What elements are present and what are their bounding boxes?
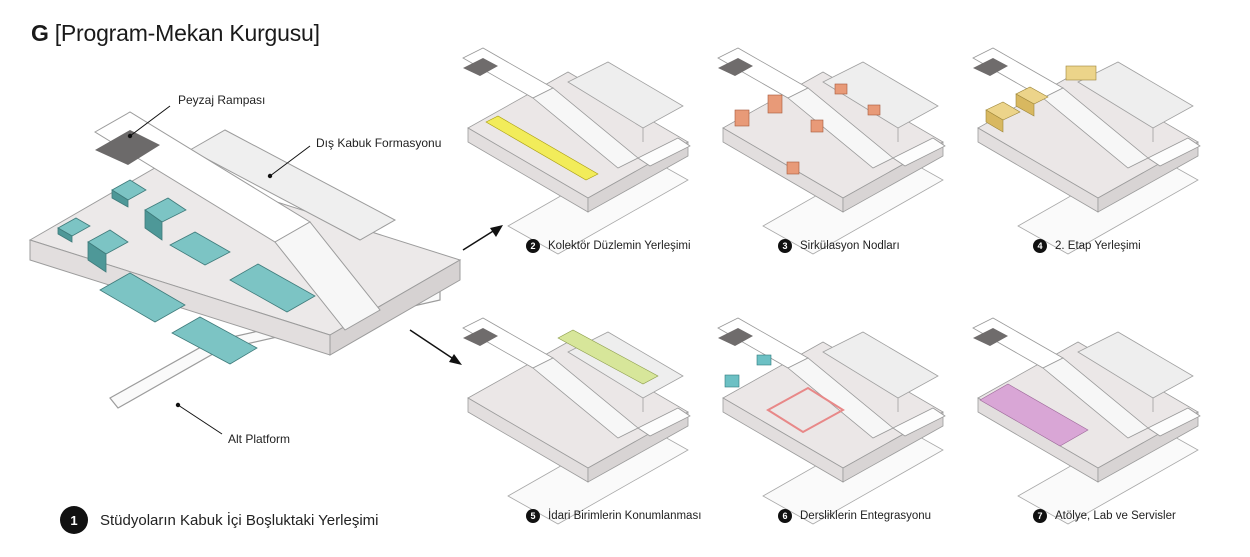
panel-circulation-nodes (717, 47, 946, 255)
caption-label: İdari Birimlerin Konumlanması (548, 510, 702, 522)
caption-label: Atölye, Lab ve Servisler (1055, 510, 1176, 522)
step-badge: 4 (1033, 239, 1047, 253)
callout-lower-platform: Alt Platform (228, 432, 291, 446)
workshops (979, 383, 1089, 447)
step-badge: 6 (778, 509, 792, 523)
circulation-ring (766, 386, 845, 434)
callout-outer-shell: Dış Kabuk Formasyonu (316, 136, 442, 150)
callout-landscape-ramp: Peyzaj Rampası (178, 93, 266, 107)
studio-blocks (57, 179, 316, 365)
panel-phase-two (972, 47, 1201, 255)
section-letter: G (31, 20, 49, 46)
classrooms (724, 354, 772, 388)
caption-7: 7 Atölye, Lab ve Servisler (1033, 509, 1176, 523)
admin-units (557, 329, 659, 385)
caption-6: 6 Dersliklerin Entegrasyonu (778, 509, 931, 523)
caption-label: Sirkülasyon Nodları (800, 240, 900, 252)
step-badge: 2 (526, 239, 540, 253)
caption-3: 3 Sirkülasyon Nodları (778, 239, 900, 253)
circulation-nodes (734, 83, 881, 175)
step-badge: 3 (778, 239, 792, 253)
caption-label: 2. Etap Yerleşimi (1055, 240, 1141, 252)
step-badge: 5 (526, 509, 540, 523)
section-title: [Program-Mekan Kurgusu] (54, 20, 320, 46)
panel-collector-plane (462, 47, 691, 255)
caption-4: 4 2. Etap Yerleşimi (1033, 239, 1141, 253)
caption-1: 1 Stüdyoların Kabuk İçi Boşluktaki Yerle… (60, 506, 378, 534)
arrow-to-bottom-row (409, 329, 462, 365)
panel-admin-units (462, 317, 691, 525)
phase-two-blocks (985, 65, 1097, 133)
outer-shell (188, 129, 397, 241)
caption-label: Stüdyoların Kabuk İçi Boşluktaki Yerleşi… (100, 511, 379, 529)
collector-plane (485, 115, 599, 181)
caption-5: 5 İdari Birimlerin Konumlanması (526, 509, 701, 523)
main-diagram (28, 105, 462, 435)
caption-label: Kolektör Düzlemin Yerleşimi (548, 240, 691, 252)
caption-2: 2 Kolektör Düzlemin Yerleşimi (526, 239, 691, 253)
step-badge: 7 (1033, 509, 1047, 523)
caption-label: Dersliklerin Entegrasyonu (800, 510, 932, 522)
arrow-to-top-row (462, 225, 503, 251)
page-title: G[Program-Mekan Kurgusu] (31, 20, 320, 47)
panel-workshops (972, 317, 1201, 525)
step-badge: 1 (60, 506, 88, 534)
panel-classrooms (717, 317, 946, 525)
